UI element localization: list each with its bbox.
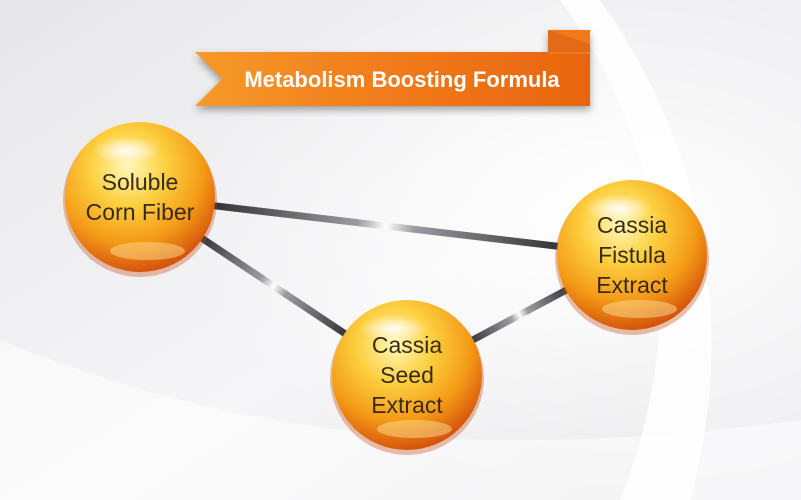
node-label-line: Seed [380,362,434,388]
node-label-line: Extract [596,272,668,298]
node-highlight [92,137,161,164]
connector-cassia-seed-extract-to-cassia-fistula-extract [464,283,575,347]
node-highlight [359,315,428,342]
node-bottom-glint [377,420,452,438]
connector-soluble-corn-fiber-to-cassia-fistula-extract [205,201,567,251]
node-highlight [584,195,653,222]
banner-tail-shade [548,30,590,52]
banner-ribbon [195,52,590,106]
node-label-line: Cassia [597,212,668,238]
node-label-line: Soluble [102,169,179,195]
banner-title: Metabolism Boosting Formula [244,67,560,92]
title-banner: Metabolism Boosting Formula [195,30,590,106]
node-bottom-glint [110,242,185,260]
node-label-line: Fistula [598,242,666,268]
node-label-line: Corn Fiber [86,199,195,225]
node-label-line: Extract [371,392,443,418]
node-bottom-glint [602,300,677,318]
connector-soluble-corn-fiber-to-cassia-seed-extract [193,231,354,341]
connections-layer [193,201,575,347]
node-label-line: Cassia [372,332,443,358]
